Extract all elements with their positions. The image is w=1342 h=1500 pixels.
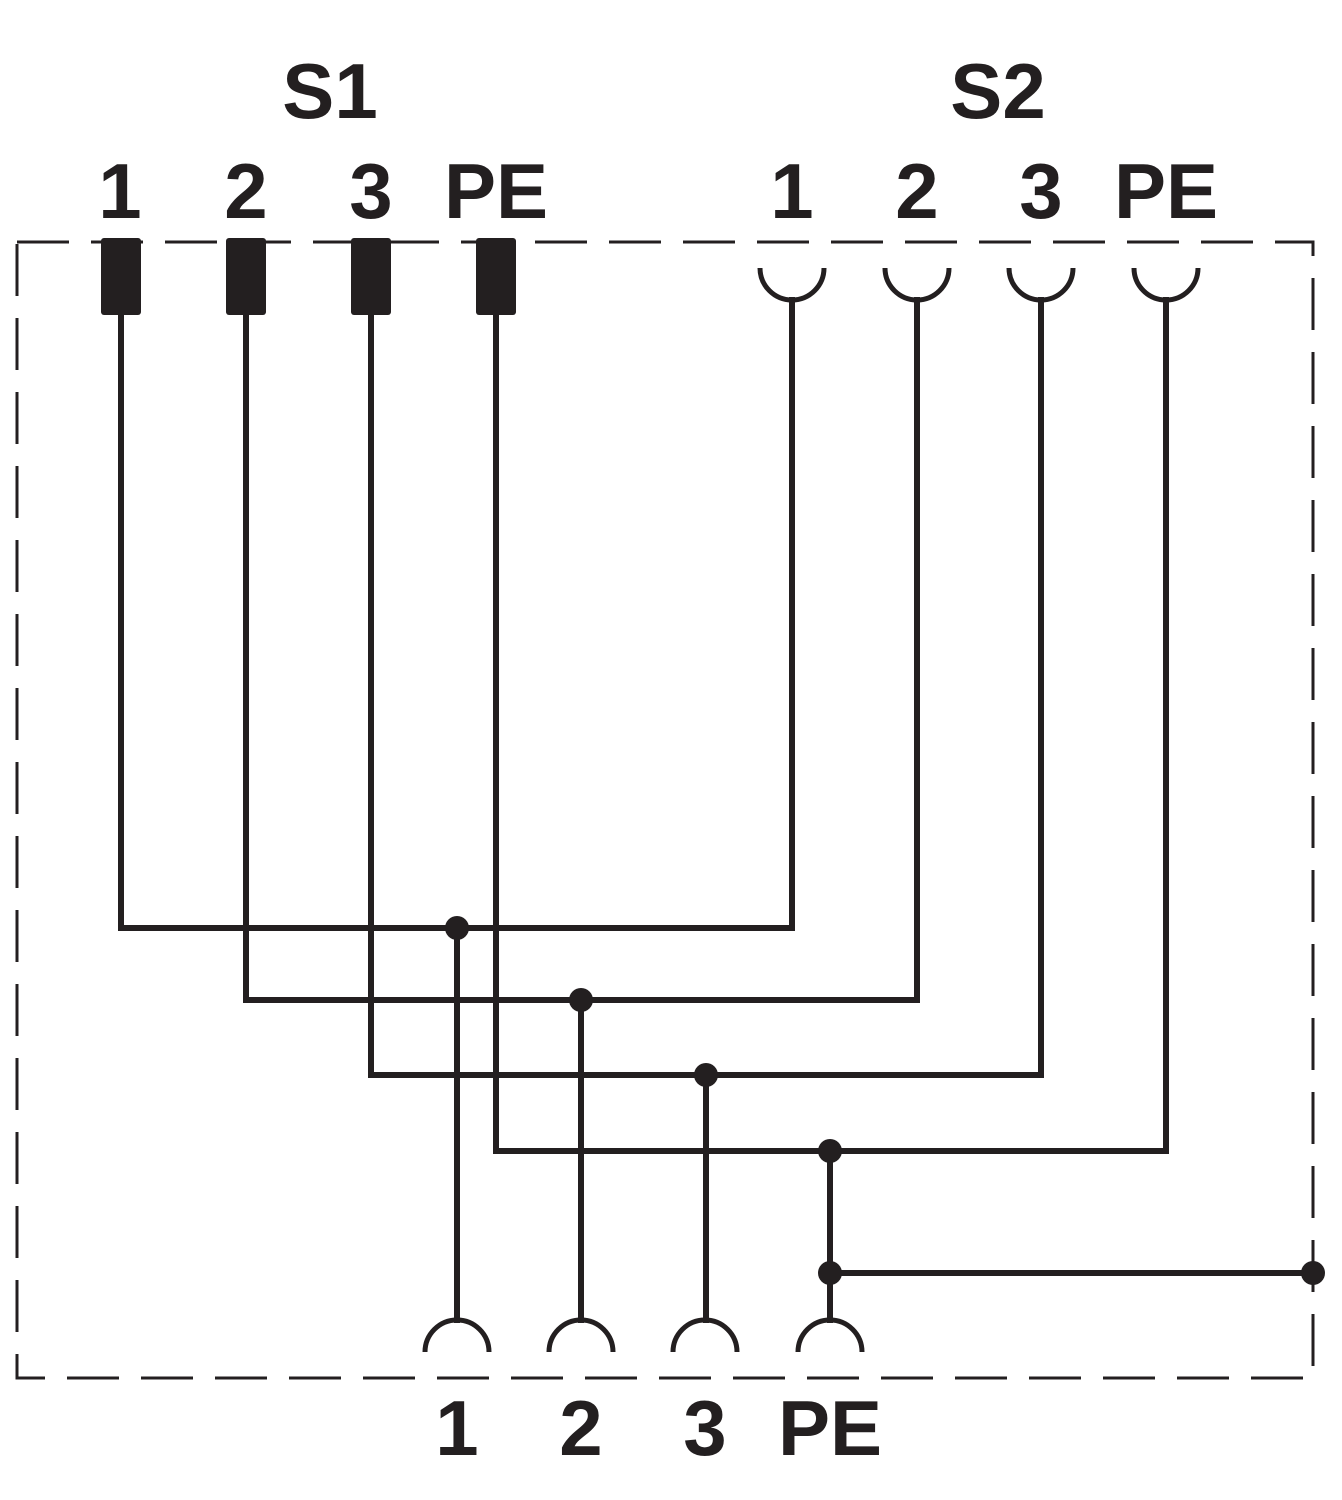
s2-pin-3-label: 3 (1019, 147, 1062, 235)
s1-connector-label: S1 (282, 47, 377, 135)
s1-pin-3-contact (351, 238, 391, 315)
s1-pin-1-contact (101, 238, 141, 315)
bottom-pin-2-label: 2 (559, 1384, 602, 1472)
wire-pin-2 (243, 297, 920, 1003)
housing-outline (15, 240, 1315, 1380)
s2-pin-1-label: 1 (770, 147, 813, 235)
bottom-pin-pe-socket (795, 1317, 865, 1353)
junction-pe-housing-inner (818, 1261, 842, 1285)
wire-pin-pe (493, 297, 1169, 1154)
junction-pin-3 (694, 1063, 718, 1087)
s2-connector-label: S2 (950, 47, 1045, 135)
s2-pin-1-socket (757, 267, 827, 303)
bottom-pin-1-socket (422, 1317, 492, 1353)
junction-pin-pe (818, 1139, 842, 1163)
s1-pin-pe-label: PE (444, 147, 548, 235)
wire-pin-1 (118, 297, 795, 931)
s1-pin-pe-contact (476, 238, 516, 315)
s2-pin-2-socket (882, 267, 952, 303)
bottom-pin-3-socket (670, 1317, 740, 1353)
s2-pin-pe-socket (1131, 267, 1201, 303)
s1-pin-1-label: 1 (98, 147, 141, 235)
bottom-pin-3-label: 3 (683, 1384, 726, 1472)
wire-pin-3 (368, 297, 1044, 1078)
junction-pin-1 (445, 916, 469, 940)
s1-pin-2-label: 2 (224, 147, 267, 235)
bottom-pin-1-label: 1 (435, 1384, 478, 1472)
s2-pin-pe-label: PE (1114, 147, 1218, 235)
s2-pin-2-label: 2 (895, 147, 938, 235)
s2-pin-3-socket (1006, 267, 1076, 303)
s1-pin-3-label: 3 (349, 147, 392, 235)
s1-pin-2-contact (226, 238, 266, 315)
bottom-pin-pe-label: PE (778, 1384, 882, 1472)
junction-pin-2 (569, 988, 593, 1012)
bottom-pin-2-socket (546, 1317, 616, 1353)
junction-pe-housing-frame (1301, 1261, 1325, 1285)
